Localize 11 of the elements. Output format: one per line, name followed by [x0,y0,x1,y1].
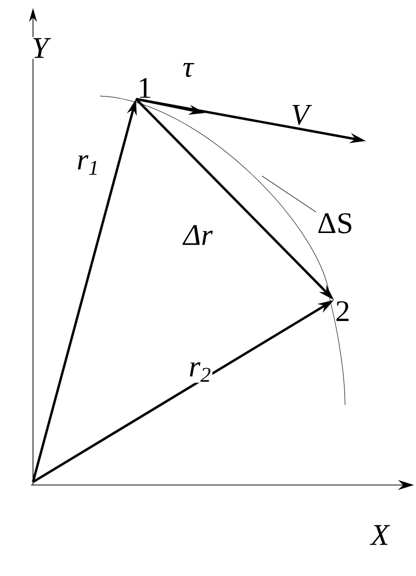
vector-label: τ [183,62,194,78]
vector-label: r$_{1}$ [78,155,97,175]
vector-label: V [292,104,312,126]
axis-label: X [370,525,390,545]
point-label: ΔS [318,213,352,234]
leader-line [262,176,316,212]
axis-label: Y [33,38,51,58]
vector-label: r$_{2}$ [190,362,210,382]
point-label: 2 [336,301,349,322]
vector-label: Δr [182,225,213,245]
point-label: 1 [140,78,150,98]
